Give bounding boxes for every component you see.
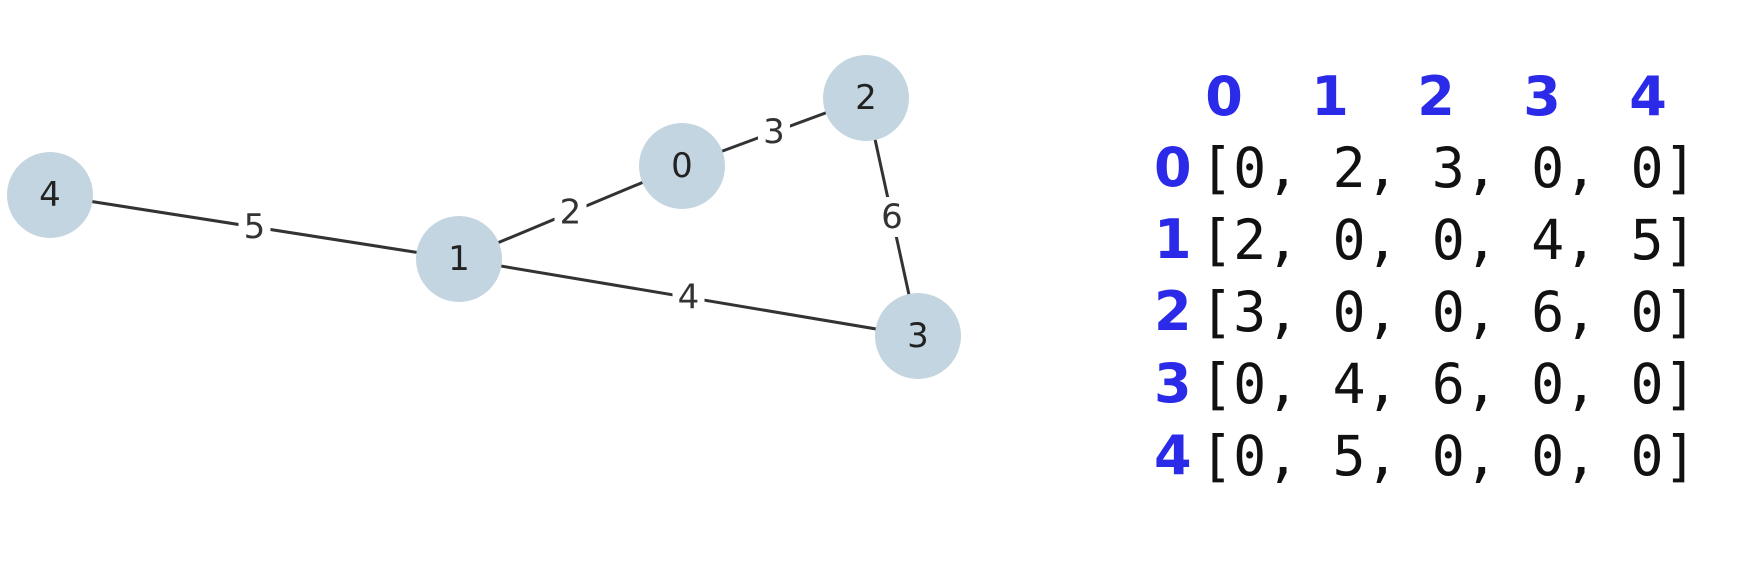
edge-label-background xyxy=(672,277,705,318)
matrix-column-headers: 0 1 2 3 4 xyxy=(1140,62,1740,132)
node-label: 2 xyxy=(855,78,877,118)
row-values: [0, 4, 6, 0, 0] xyxy=(1200,352,1697,416)
node-label: 1 xyxy=(448,239,470,279)
row-header: 0 xyxy=(1154,136,1192,199)
column-header-0: 0 xyxy=(1205,65,1243,128)
row-header: 4 xyxy=(1154,424,1192,487)
matrix-row-1: 1[2, 0, 0, 4, 5] xyxy=(1140,204,1750,276)
row-header: 3 xyxy=(1154,352,1192,415)
edge-1-3: 4 xyxy=(458,257,919,338)
graph-nodes: 0 1 2 3 4 xyxy=(7,55,961,379)
node-circle xyxy=(823,55,909,141)
edge-label-background xyxy=(554,192,587,233)
node-1: 1 xyxy=(416,216,502,302)
matrix-row-3: 3[0, 4, 6, 0, 0] xyxy=(1140,348,1750,420)
row-values: [0, 5, 0, 0, 0] xyxy=(1200,424,1697,488)
edge-label-background xyxy=(876,197,908,237)
edge-label-background xyxy=(238,207,271,247)
edge-weight-label: 4 xyxy=(678,278,700,318)
row-values: [3, 0, 0, 6, 0] xyxy=(1200,280,1697,344)
node-0: 0 xyxy=(639,123,725,209)
node-3: 3 xyxy=(875,293,961,379)
column-header-1: 1 xyxy=(1311,65,1349,128)
edge-label-background xyxy=(758,112,790,152)
matrix-row-2: 2[3, 0, 0, 6, 0] xyxy=(1140,276,1750,348)
edge-weight-label: 2 xyxy=(560,193,582,233)
column-header-4: 4 xyxy=(1629,65,1667,128)
edge-weight-label: 5 xyxy=(244,207,266,247)
node-4: 4 xyxy=(7,152,93,238)
column-header-3: 3 xyxy=(1523,65,1561,128)
node-circle xyxy=(7,152,93,238)
column-header-2: 2 xyxy=(1417,65,1455,128)
node-label: 0 xyxy=(671,146,693,186)
node-label: 3 xyxy=(907,316,929,356)
edge-weight-label: 3 xyxy=(763,112,785,152)
graph-edges: 2 3 4 5 6 xyxy=(49,96,920,338)
row-values: [0, 2, 3, 0, 0] xyxy=(1200,136,1697,200)
weighted-graph-diagram: 2 3 4 5 6 0 1 2 3 4 xyxy=(7,55,961,379)
node-circle xyxy=(875,293,961,379)
node-circle xyxy=(416,216,502,302)
edge-weight-label: 6 xyxy=(881,197,903,237)
edge-1-4: 5 xyxy=(49,193,460,261)
row-header: 2 xyxy=(1154,280,1192,343)
matrix-row-0: 0[0, 2, 3, 0, 0] xyxy=(1140,132,1750,204)
row-values: [2, 0, 0, 4, 5] xyxy=(1200,208,1697,272)
node-label: 4 xyxy=(39,175,61,215)
matrix-row-4: 4[0, 5, 0, 0, 0] xyxy=(1140,420,1750,492)
node-circle xyxy=(639,123,725,209)
node-2: 2 xyxy=(823,55,909,141)
row-header: 1 xyxy=(1154,208,1192,271)
